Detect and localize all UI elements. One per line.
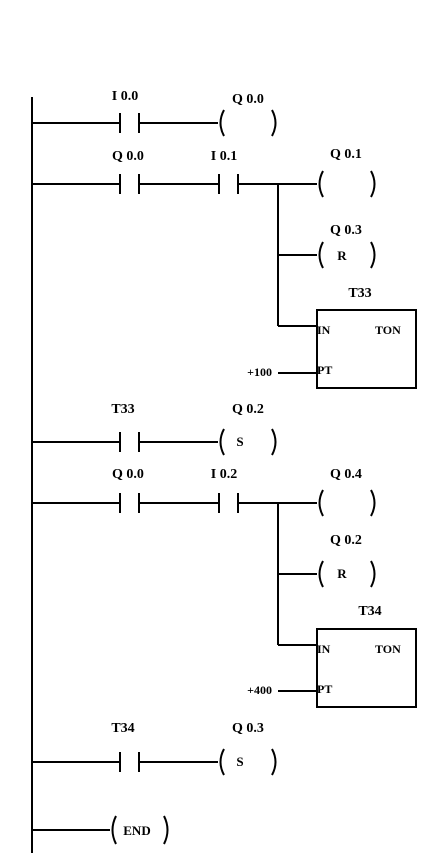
contact-q00[interactable] <box>119 174 140 194</box>
coil-label: Q 0.3 <box>330 223 362 238</box>
timer-preset: +400 <box>247 683 272 697</box>
timer-pt-label: PT <box>317 363 332 377</box>
timer-name: T34 <box>358 604 381 619</box>
end-instruction[interactable] <box>111 815 169 845</box>
contact-label: T34 <box>111 721 134 736</box>
coil-q03-reset[interactable] <box>318 241 376 269</box>
coil-label: Q 0.2 <box>232 402 264 417</box>
contact-t34[interactable] <box>119 752 140 772</box>
timer-preset: +100 <box>247 365 272 379</box>
coil-label: Q 0.4 <box>330 467 362 482</box>
coil-q04[interactable] <box>318 489 376 517</box>
contact-i00[interactable] <box>119 113 140 133</box>
rung-5: T34 S Q 0.3 <box>32 721 277 776</box>
coil-label: Q 0.0 <box>232 92 264 107</box>
contact-label: I 0.2 <box>211 467 237 482</box>
contact-label: T33 <box>111 402 134 417</box>
timer-t33[interactable]: IN TON PT <box>316 309 417 389</box>
end-rung: END <box>32 815 169 845</box>
timer-name: T33 <box>348 286 371 301</box>
timer-in-label: IN <box>317 642 331 656</box>
rung-3: T33 S Q 0.2 <box>32 402 277 456</box>
contact-label: I 0.0 <box>112 89 138 104</box>
contact-i01[interactable] <box>218 174 239 194</box>
timer-type-label: TON <box>375 323 401 337</box>
rung-4: Q 0.0 I 0.2 Q 0.4 R Q 0.2 IN TON PT T34 … <box>32 467 417 708</box>
contact-t33[interactable] <box>119 432 140 452</box>
timer-pt-label: PT <box>317 682 332 696</box>
contact-label: Q 0.0 <box>112 467 144 482</box>
timer-type-label: TON <box>375 642 401 656</box>
coil-q03-set[interactable] <box>219 748 277 776</box>
contact-label: I 0.1 <box>211 149 237 164</box>
coil-type: S <box>236 754 243 769</box>
coil-type: S <box>236 434 243 449</box>
contact-i02[interactable] <box>218 493 239 513</box>
coil-q00[interactable] <box>219 109 277 137</box>
timer-in-label: IN <box>317 323 331 337</box>
coil-label: Q 0.2 <box>330 533 362 548</box>
end-label: END <box>123 823 150 838</box>
contact-label: Q 0.0 <box>112 149 144 164</box>
coil-type: R <box>337 248 347 263</box>
coil-type: R <box>337 566 347 581</box>
coil-label: Q 0.1 <box>330 147 362 162</box>
timer-t34[interactable]: IN TON PT <box>316 628 417 708</box>
coil-q01[interactable] <box>318 170 376 198</box>
coil-label: Q 0.3 <box>232 721 264 736</box>
contact-q00[interactable] <box>119 493 140 513</box>
coil-q02-set[interactable] <box>219 428 277 456</box>
rung-1: I 0.0 Q 0.0 <box>32 89 277 137</box>
rung-2: Q 0.0 I 0.1 Q 0.1 R Q 0.3 IN TON PT T33 … <box>32 147 417 389</box>
coil-q02-reset[interactable] <box>318 560 376 588</box>
